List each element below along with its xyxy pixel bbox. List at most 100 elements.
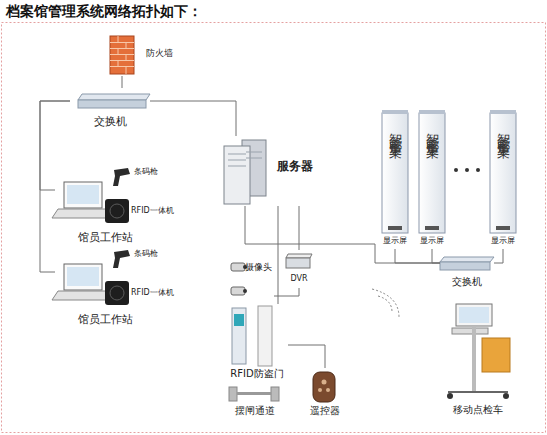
network-link [494, 249, 503, 263]
switch-icon-front [440, 262, 490, 270]
device-node: 显示屏 [487, 235, 519, 249]
dotted-frame [2, 23, 546, 433]
device-node: 智能密集架 [419, 113, 445, 233]
diagram-title: 档案馆管理系统网络拓扑如下： [6, 3, 202, 21]
camera-icon [231, 263, 245, 271]
device-node: 摆闸通道 [222, 383, 288, 419]
switch-icon-top [78, 94, 150, 100]
rfid-reader-icon [105, 199, 129, 223]
network-link [288, 345, 325, 368]
camera-icon [231, 287, 245, 295]
device-label: 移动点检车 [430, 404, 526, 416]
device-label: 显示屏 [416, 236, 448, 245]
device-node: 交换机 [70, 88, 150, 130]
dvr-front [286, 258, 310, 268]
rack-body [419, 113, 445, 233]
cart-monitor [456, 304, 492, 326]
network-link [299, 206, 300, 250]
device-label: RFID防盗门 [226, 368, 288, 380]
scanner-icon [113, 168, 130, 186]
rack-display [425, 226, 439, 230]
device-node: 智能密集架 [382, 113, 408, 233]
door-screen [234, 314, 244, 326]
device-label: 馆员工作站 [55, 314, 155, 327]
rack-cap [419, 110, 445, 114]
laptop-display [67, 267, 99, 286]
device-label: 摄像头 [245, 262, 274, 272]
rfid-reader-ring [110, 204, 124, 218]
network-link [278, 206, 279, 304]
network-link [40, 101, 70, 190]
rack-label: 智能密集架 [496, 123, 511, 138]
device-label: 条码枪 [134, 249, 168, 258]
scanner-icon [113, 250, 130, 268]
switch-icon-top [440, 257, 494, 262]
device-label: 交换机 [70, 116, 150, 129]
device-node: 防火墙 [108, 34, 180, 76]
device-label: 交换机 [440, 276, 494, 288]
cart-tray [452, 328, 488, 334]
remote-button [326, 388, 330, 392]
device-node: RFID防盗门 [226, 304, 288, 380]
device-node: 智能密集架 [490, 113, 516, 233]
rack-display [388, 226, 402, 230]
device-label: 馆员工作站 [55, 232, 155, 245]
rack-label: 智能密集架 [425, 123, 440, 138]
rfid-reader-icon [105, 281, 129, 305]
rack-display [496, 226, 510, 230]
rack-cap [490, 110, 516, 114]
cart-wheel [503, 393, 509, 399]
brick-lines [110, 36, 134, 74]
network-link [122, 76, 123, 88]
device-node: 显示屏 [416, 235, 448, 249]
rack-body [490, 113, 516, 233]
device-node: 遥控器 [305, 368, 345, 418]
wireless-arc [378, 296, 392, 312]
ellipsis-dot [454, 168, 458, 172]
network-link [395, 249, 440, 263]
remote-button [322, 380, 327, 385]
server-bays [228, 152, 262, 166]
rfid-reader-ring [110, 286, 124, 300]
device-node: 条码枪 [112, 244, 168, 270]
cart-box [482, 338, 510, 372]
dvr-top [286, 254, 312, 258]
switch-icon-front [78, 100, 146, 108]
device-label: RFID一体机 [131, 288, 179, 297]
device-node: 馆员工作站 条码枪 RFID一体机 [55, 242, 179, 332]
cart-base [448, 391, 508, 393]
laptop-display [67, 185, 99, 204]
device-node: 移动点检车 [430, 298, 526, 418]
cart-pole [472, 326, 476, 392]
device-node: 服务器 [215, 136, 325, 206]
rack-cap [382, 110, 408, 114]
workstation-illustration [52, 168, 130, 223]
device-node: DVR [284, 250, 314, 288]
rack-body [382, 113, 408, 233]
ellipsis-dot [465, 168, 469, 172]
device-label: 遥控器 [305, 405, 345, 417]
device-label: RFID一体机 [131, 206, 179, 215]
gate-post [229, 387, 237, 401]
gate-post [271, 387, 279, 401]
ellipsis-dot [476, 168, 480, 172]
laptop-screen [64, 182, 102, 208]
camera-lens [243, 289, 247, 293]
laptop-base [52, 291, 114, 300]
device-node: 显示屏 [379, 235, 411, 249]
device-label: 摆闸通道 [222, 405, 288, 417]
rack-label: 智能密集架 [388, 123, 403, 138]
remote-icon [313, 372, 335, 402]
device-label: 防火墙 [146, 48, 178, 58]
cart-screen [459, 307, 489, 323]
device-node: 交换机 [440, 254, 494, 292]
network-link [40, 101, 70, 272]
device-label: DVR [284, 274, 314, 283]
network-link [150, 101, 236, 136]
cart-wheel [447, 393, 453, 399]
device-node: RFID一体机 [103, 196, 179, 228]
server-tower [224, 146, 250, 204]
door-panel [232, 308, 246, 364]
device-label: 显示屏 [379, 236, 411, 245]
